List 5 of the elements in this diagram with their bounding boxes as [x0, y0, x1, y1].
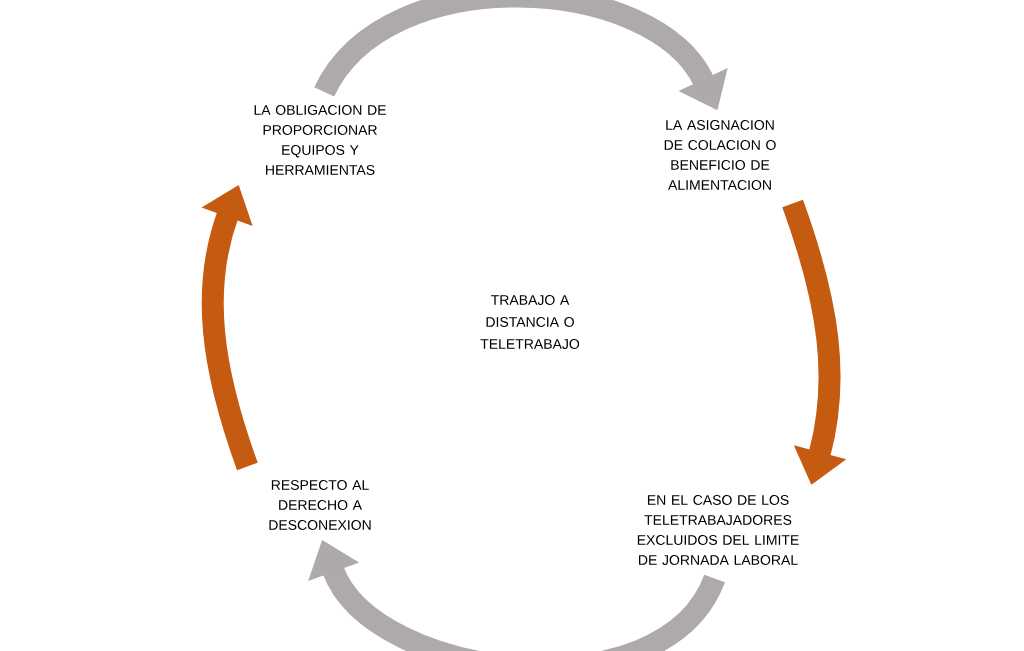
- step-text: LA OBLIGACION DE PROPORCIONAR EQUIPOS Y HERRAMIENTAS: [254, 105, 386, 175]
- step-text: RESPECTO AL DERECHO A DESCONEXION: [269, 480, 371, 530]
- step-text: LA ASIGNACION DE COLACION O BENEFICIO DE ALIMENTACION: [664, 120, 776, 190]
- center-text: TRABAJO A DISTANCIA O TELETRABAJO: [480, 295, 580, 349]
- step-text: EN EL CASO DE LOS TELETRABAJADORES EXCLUIDOS DEL LIMITE DE JORNADA LABORAL: [637, 495, 799, 565]
